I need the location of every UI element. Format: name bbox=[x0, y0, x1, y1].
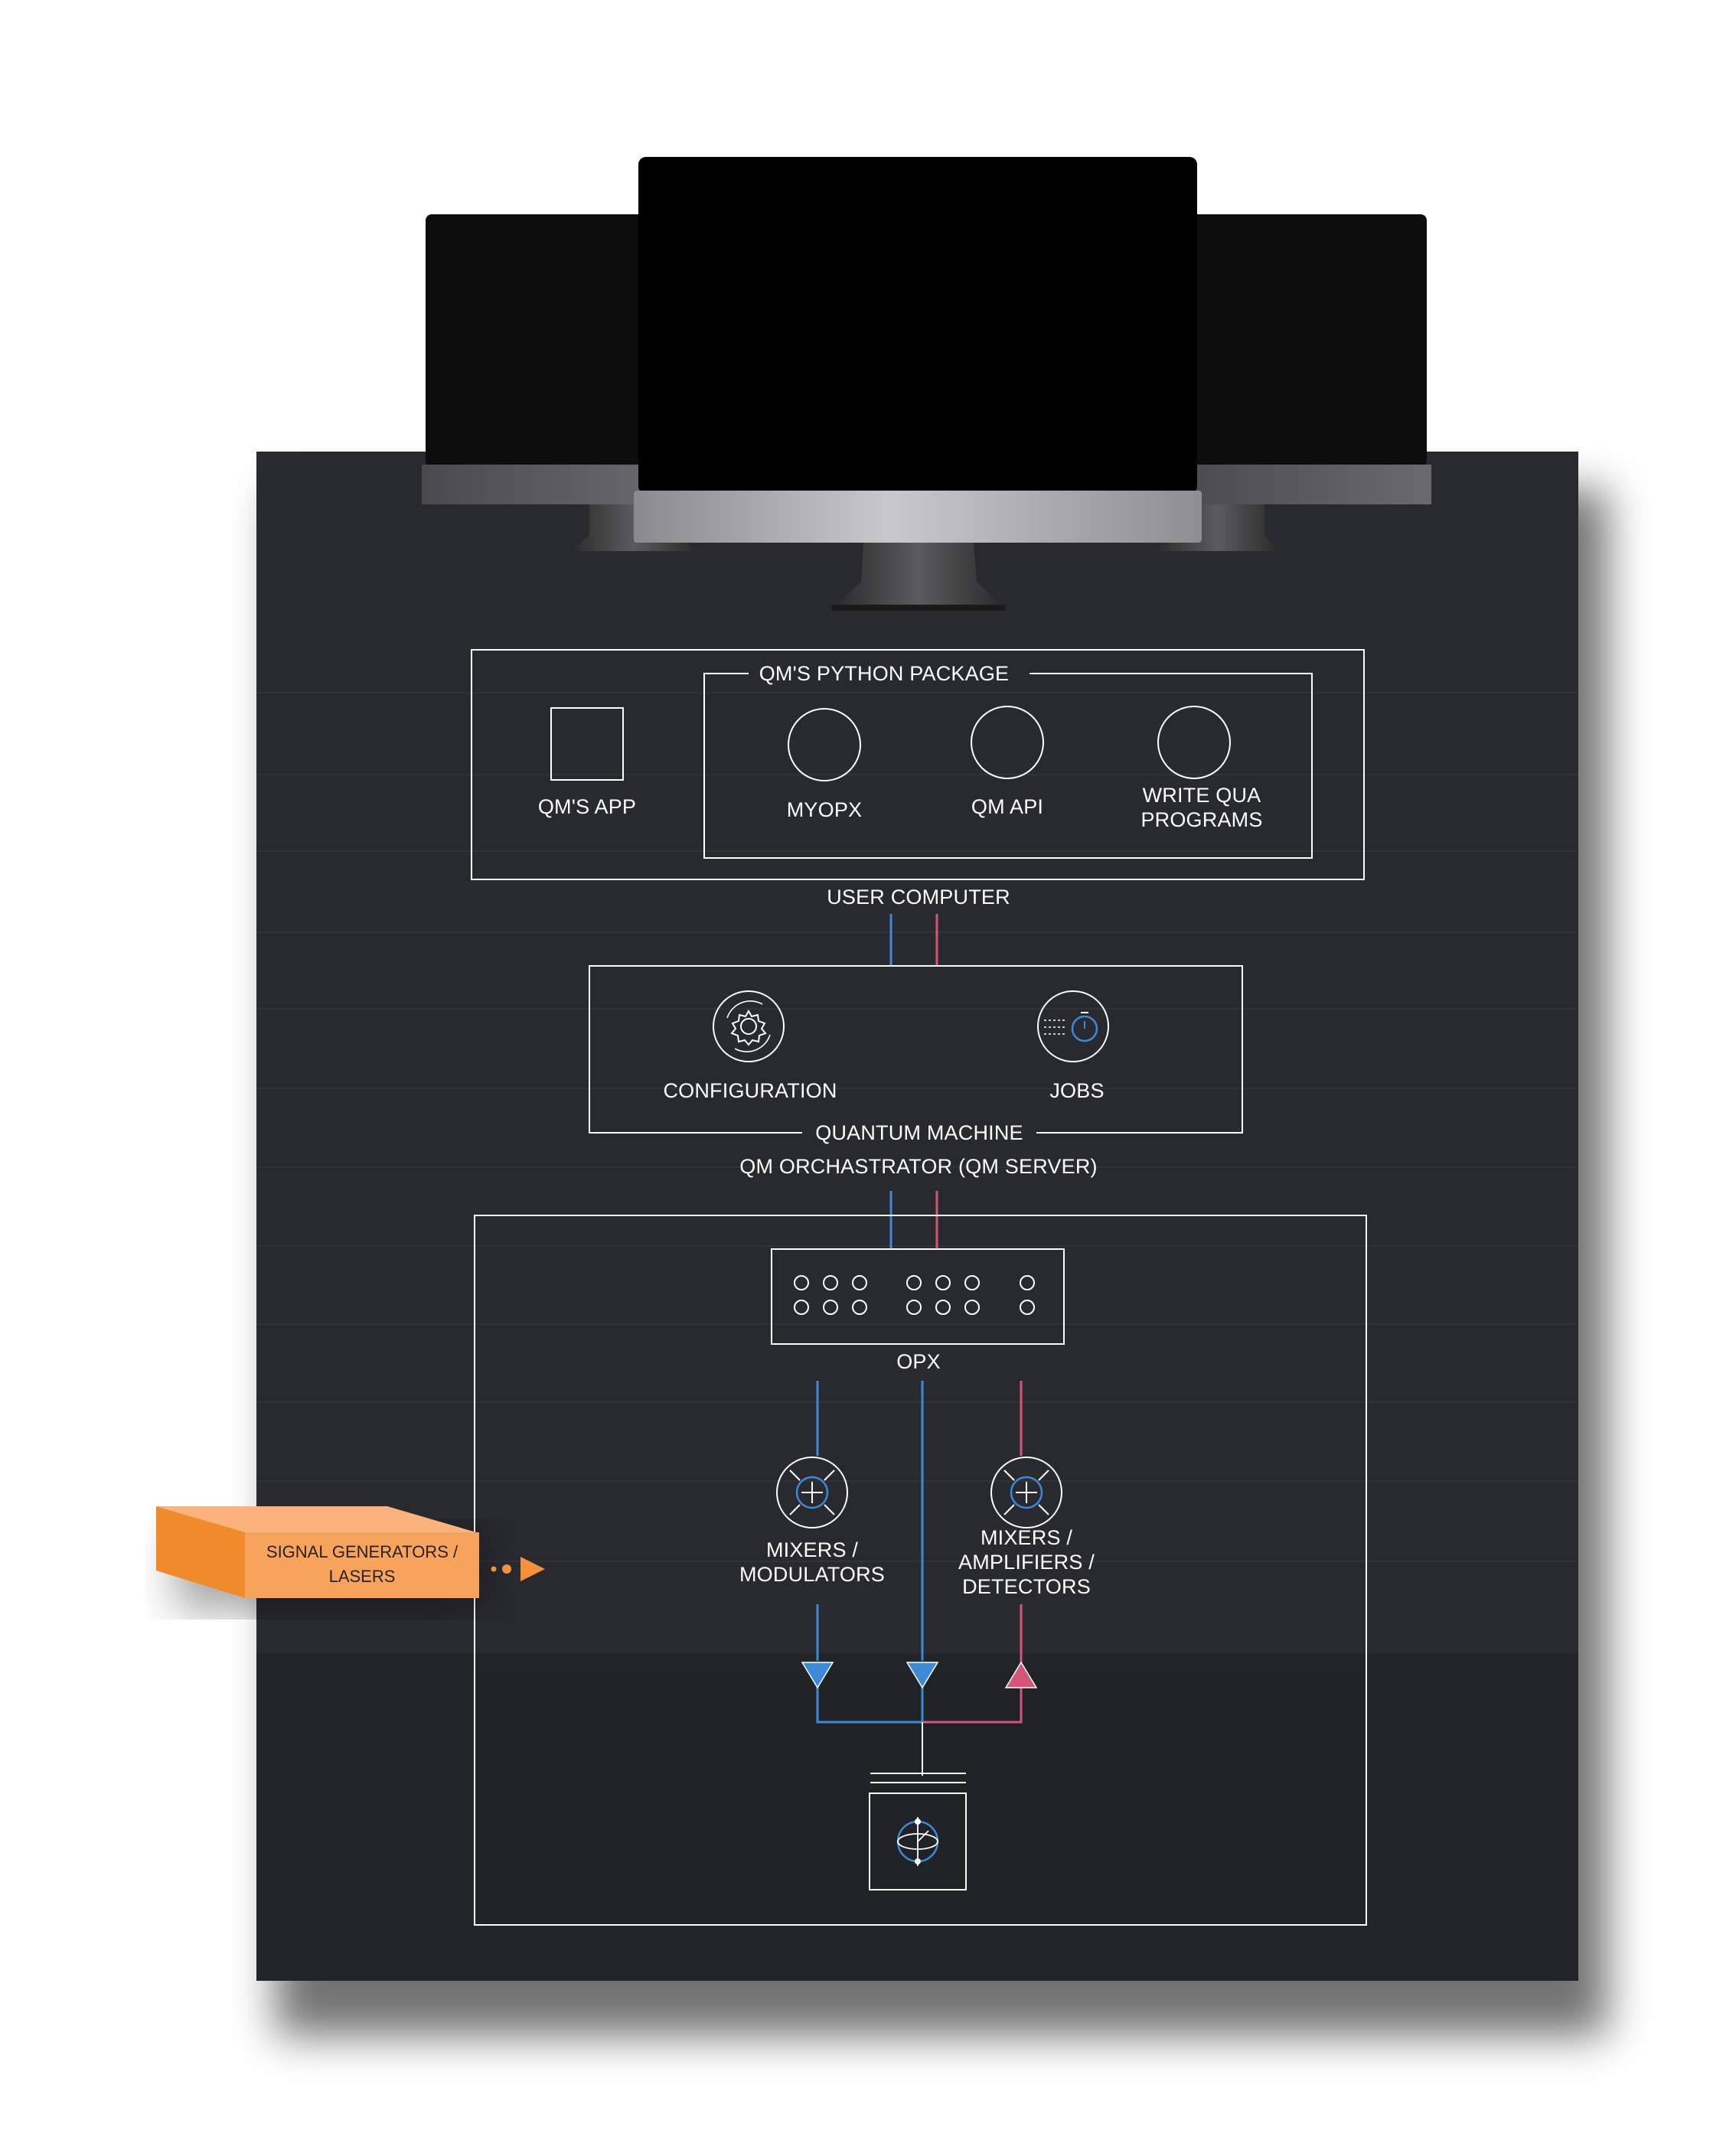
monitor-right bbox=[1154, 214, 1431, 551]
signal-lines bbox=[816, 1381, 1023, 1776]
gear-cycle-icon bbox=[713, 990, 785, 1062]
user-computer-caption: USER COMPUTER bbox=[827, 886, 1010, 909]
python-package-box bbox=[703, 673, 1313, 859]
configuration-label: CONFIGURATION bbox=[663, 1079, 837, 1102]
arrow-down-center-icon bbox=[906, 1662, 939, 1689]
mixers-right-line2: AMPLIFIERS / bbox=[958, 1551, 1095, 1574]
qubit-icon bbox=[896, 1817, 939, 1866]
python-package-title: QM'S PYTHON PACKAGE bbox=[752, 661, 1016, 686]
opx-label: OPX bbox=[896, 1350, 941, 1373]
myopx-circle-icon bbox=[788, 708, 861, 781]
qubit-chip bbox=[869, 1793, 967, 1890]
monitor-center bbox=[634, 157, 1202, 611]
write-qua-label-line2: PROGRAMS bbox=[1140, 808, 1263, 831]
qm-api-label: QM API bbox=[971, 795, 1044, 818]
mixers-left-line2: MODULATORS bbox=[739, 1563, 886, 1586]
signal-generators-line1: SIGNAL GENERATORS / bbox=[266, 1542, 458, 1561]
write-qua-circle-icon bbox=[1157, 706, 1231, 779]
mixer-right-icon bbox=[990, 1457, 1062, 1528]
port-panel-icon bbox=[794, 1275, 1035, 1315]
write-qua-label-line1: WRITE QUA bbox=[1142, 784, 1261, 807]
arrow-up-right-icon bbox=[1004, 1661, 1038, 1688]
chip-lines bbox=[870, 1773, 966, 1783]
signal-generator-block bbox=[156, 1506, 482, 1611]
myopx-label: MYOPX bbox=[786, 798, 863, 821]
mixers-left-line1: MIXERS / bbox=[765, 1538, 859, 1561]
quantum-machine-title: QUANTUM MACHINE bbox=[815, 1121, 1023, 1144]
qm-app-label: QM'S APP bbox=[537, 795, 637, 818]
stopwatch-icon bbox=[1037, 990, 1109, 1062]
signal-generators-line2: LASERS bbox=[328, 1567, 396, 1586]
mixers-right-line1: MIXERS / bbox=[980, 1526, 1073, 1549]
mixer-left-icon bbox=[776, 1457, 848, 1528]
quantum-machine-box bbox=[589, 965, 1243, 1134]
orchestrator-caption: QM ORCHASTRATOR (QM SERVER) bbox=[739, 1155, 1098, 1178]
mixers-right-line3: DETECTORS bbox=[962, 1575, 1091, 1598]
jobs-label: JOBS bbox=[1049, 1079, 1105, 1102]
user-computer-box bbox=[471, 649, 1365, 880]
arrow-down-left-icon bbox=[801, 1662, 834, 1689]
link-qm-to-opx bbox=[889, 1191, 938, 1249]
link-user-to-qm bbox=[889, 914, 938, 966]
app-square-icon bbox=[550, 707, 624, 781]
opx-device bbox=[771, 1248, 1065, 1345]
arrow-right-icon bbox=[491, 1557, 545, 1581]
qm-api-circle-icon bbox=[971, 706, 1044, 779]
